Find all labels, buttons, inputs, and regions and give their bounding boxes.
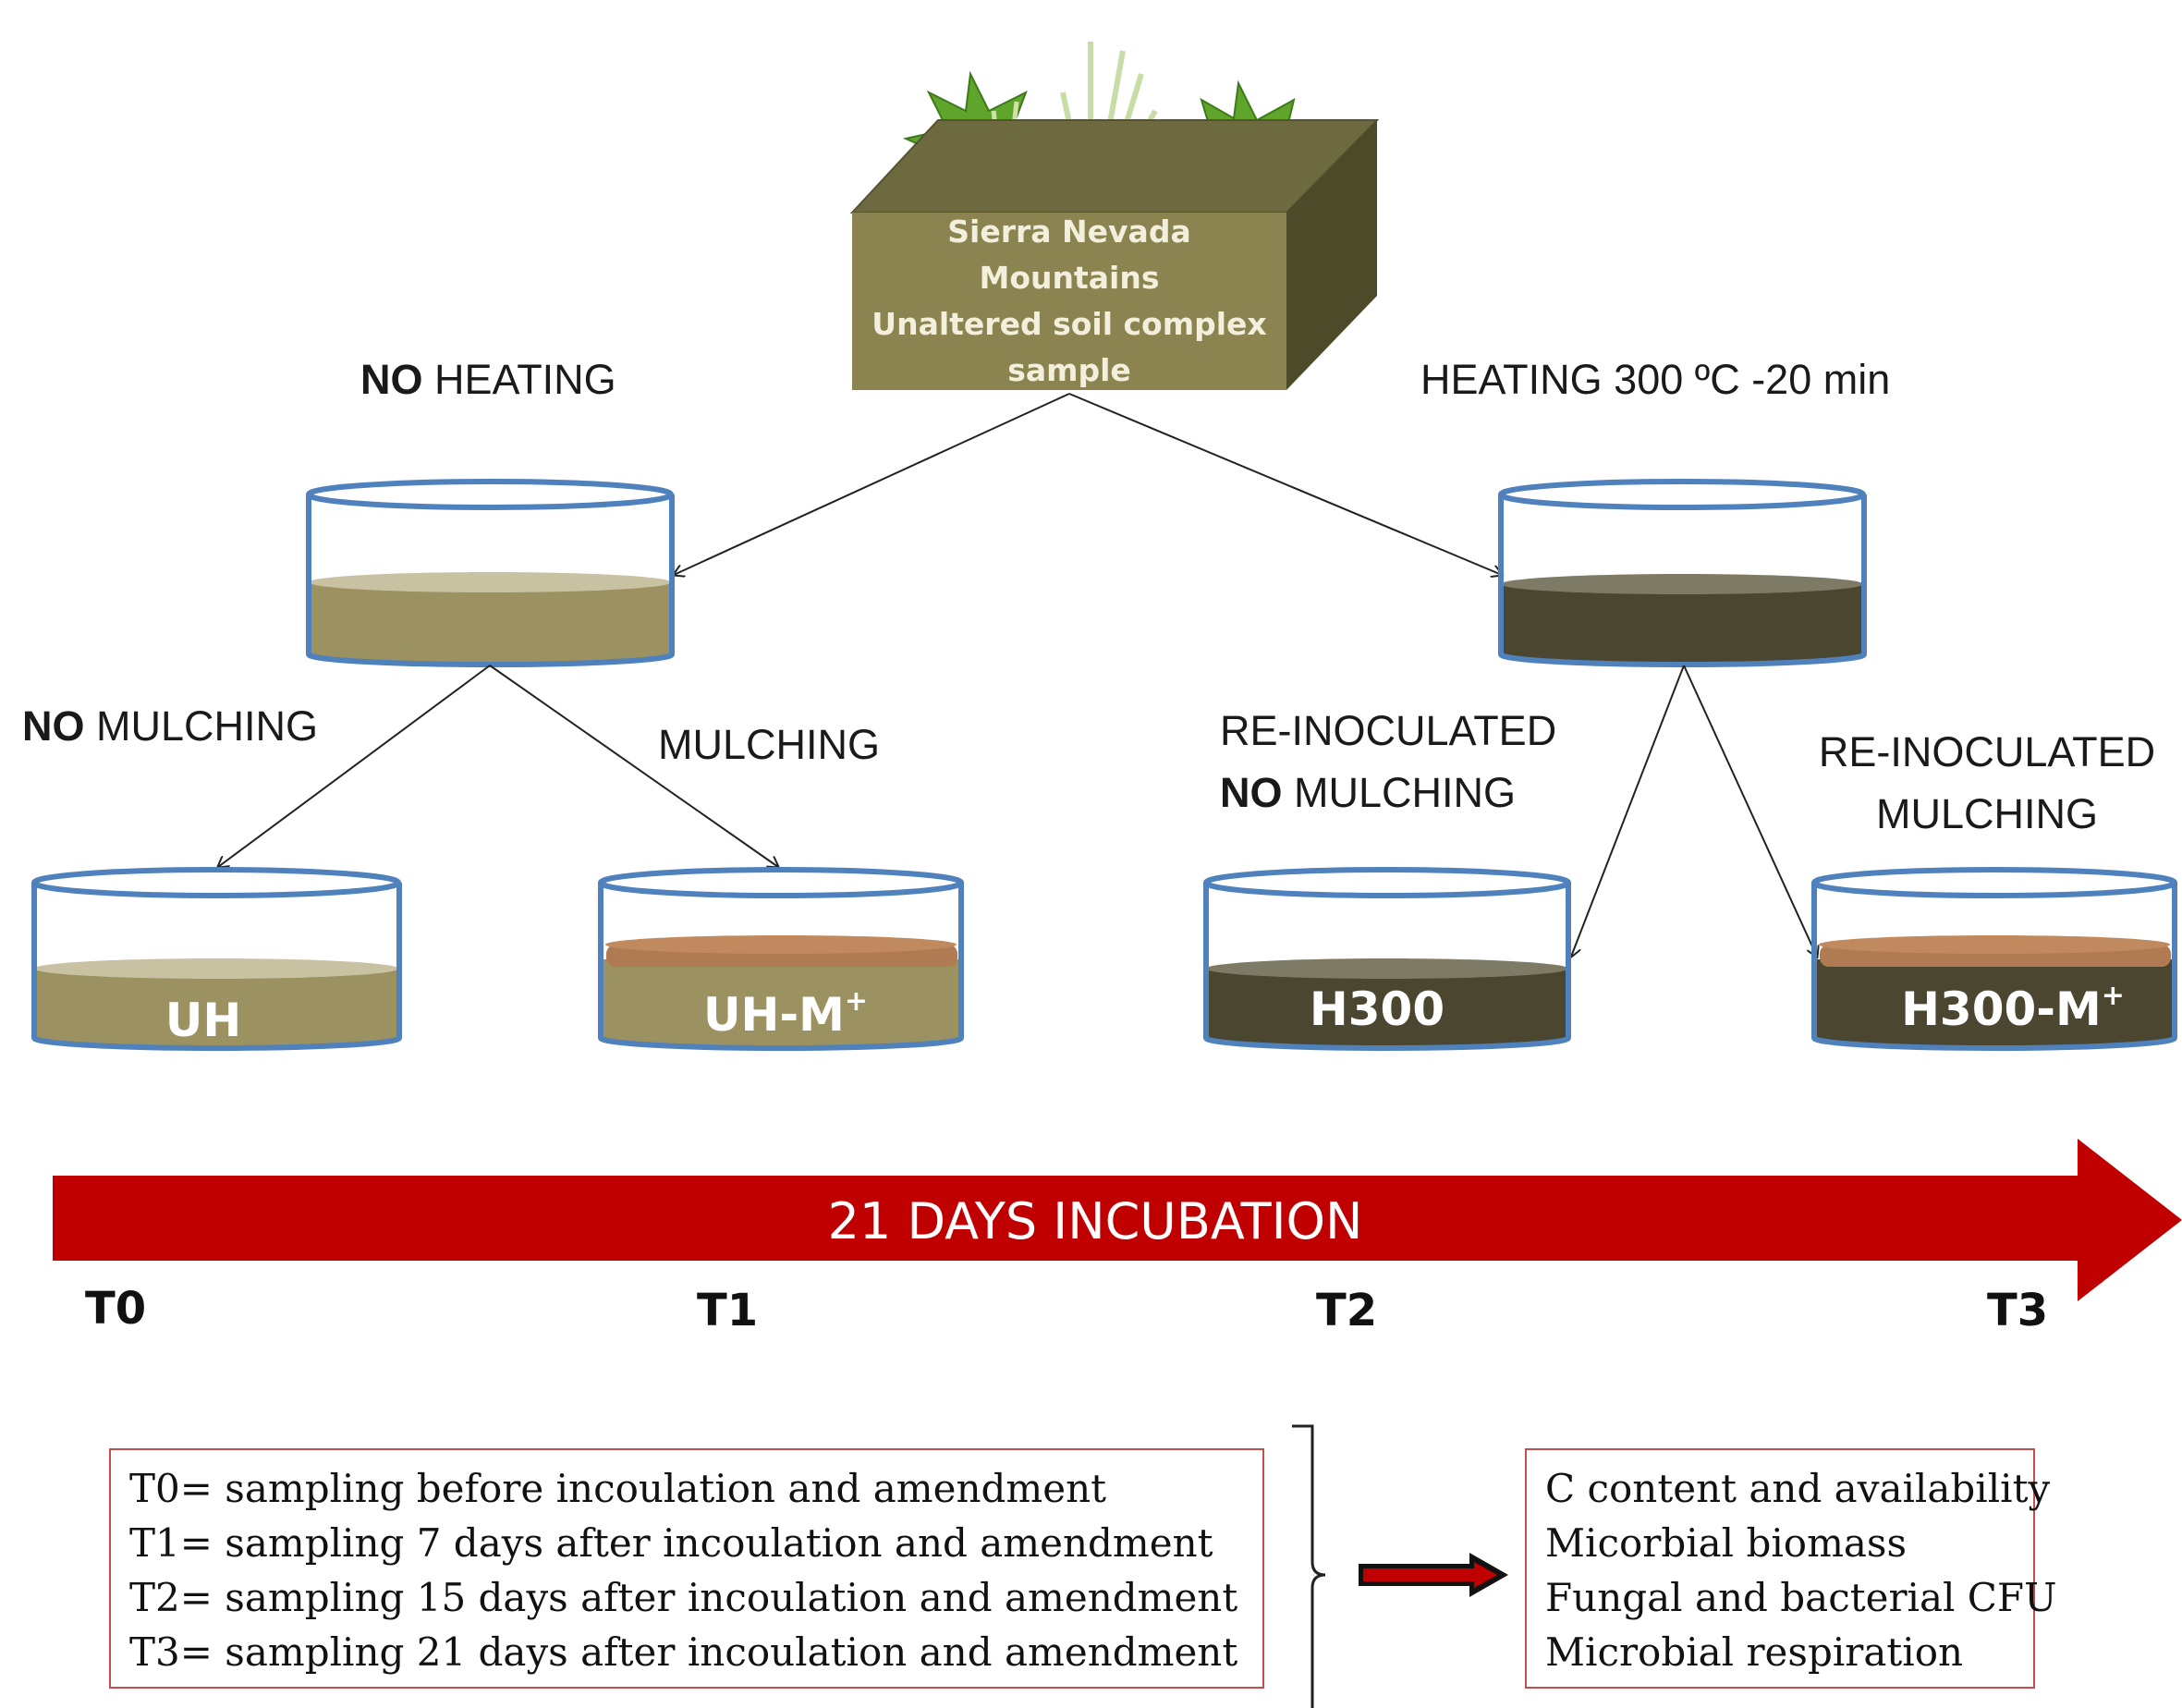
no-heating-rest: HEATING (422, 356, 616, 403)
no-mulching-rest: MULCHING (84, 702, 319, 750)
soil-block (849, 42, 1380, 390)
reinoculated-line: RE-INOCULATED (1220, 707, 1557, 754)
arrow-to-h300 (1571, 665, 1685, 957)
mulching-label: MULCHING (658, 721, 881, 768)
mulching-rest: MULCHING (1282, 769, 1517, 816)
no-mulching-label: NO MULCHING (22, 702, 318, 750)
sampling-line: T1= sampling 7 days after incoulation an… (129, 1520, 1213, 1566)
tick-t0: T0 (85, 1283, 147, 1335)
sampling-legend-box: T0= sampling before incoulation and amen… (109, 1448, 1264, 1689)
dish-heated (1498, 479, 1867, 668)
dish-label-text: UH-M (702, 988, 845, 1042)
dish-label-h300-m: H300-M+ (1874, 980, 2152, 1036)
no-heating-label: NO HEATING (360, 356, 616, 404)
dish-label-sup: + (2101, 980, 2125, 1012)
tick-t3: T3 (1987, 1285, 2049, 1336)
no-mulching-bold: NO (22, 702, 85, 750)
dish-h300-m (1811, 867, 2177, 1051)
dish-label-text: H300-M (1901, 982, 2102, 1036)
incubation-label: 21 DAYS INCUBATION (827, 1192, 1363, 1250)
reinoculated-mulching-label: RE-INOCULATED MULCHING (1811, 721, 2163, 845)
dish-h300 (1203, 867, 1571, 1051)
dish-uh-m (598, 867, 964, 1051)
arrow-to-unheated (674, 393, 1070, 575)
soil-label-line: sample (1007, 352, 1131, 388)
bracket (1292, 1424, 1326, 1708)
mulching-line: MULCHING (1875, 790, 2098, 837)
no-mulching-line: NO MULCHING (1220, 762, 1556, 824)
arrow-to-uh-m (489, 665, 778, 867)
soil-label-line: Mountains (979, 260, 1160, 296)
arrow-to-h300-m (1683, 665, 1817, 957)
measure-line: C content and availability (1545, 1466, 2051, 1511)
measure-line: Microbial respiration (1545, 1629, 1964, 1675)
measures-box: C content and availability Micorbial bio… (1525, 1448, 2057, 1689)
no-heating-bold: NO (360, 356, 423, 403)
result-arrow (1359, 1553, 1508, 1597)
dish-label-uh: UH (111, 991, 296, 1047)
measure-line: Fungal and bacterial CFU (1545, 1575, 2057, 1620)
tick-t2: T2 (1316, 1285, 1378, 1336)
heating-label: HEATING 300 ºC -20 min (1420, 356, 1891, 403)
reinoculated-no-mulching-label: RE-INOCULATED NO MULCHING (1220, 700, 1556, 824)
reinoculated-line: RE-INOCULATED (1818, 728, 2156, 775)
measure-line: Micorbial biomass (1545, 1520, 1908, 1566)
soil-label-line: Sierra Nevada (947, 214, 1191, 250)
dish-unheated (306, 479, 675, 668)
dish-label-text: H300 (1309, 982, 1445, 1036)
dish-uh (31, 867, 402, 1052)
dish-label-uh-m: UH-M+ (665, 985, 906, 1042)
arrow-to-uh (218, 665, 491, 867)
sampling-line: T0= sampling before incoulation and amen… (129, 1466, 1106, 1511)
sampling-line: T3= sampling 21 days after incoulation a… (129, 1629, 1238, 1675)
arrow-to-heated (1068, 393, 1502, 575)
dish-label-h300: H300 (1285, 980, 1469, 1036)
no-bold: NO (1220, 769, 1283, 816)
dish-label-sup: + (844, 985, 869, 1018)
tick-t1: T1 (697, 1285, 759, 1336)
sampling-line: T2= sampling 15 days after incoulation a… (129, 1575, 1238, 1620)
soil-label-line: Unaltered soil complex (872, 306, 1267, 342)
incubation-timeline-arrow (53, 1139, 2182, 1301)
soil-sample-label: Sierra Nevada Mountains Unaltered soil c… (852, 209, 1286, 394)
dish-label-text: UH (165, 994, 242, 1047)
